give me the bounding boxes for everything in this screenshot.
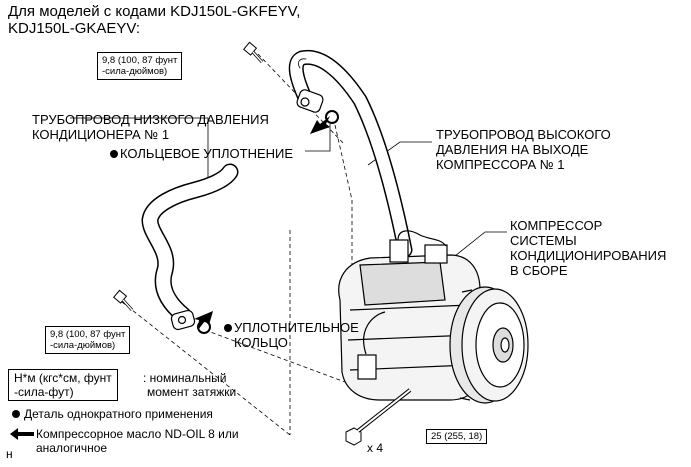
torque-box-bolt-value: 25 (255, 18) xyxy=(431,431,483,442)
legend-single-use: Деталь однократного применения xyxy=(24,407,213,421)
legend-single-use-dot xyxy=(12,410,20,418)
o-ring-top xyxy=(325,110,339,124)
legend-oil-line-2: аналогичное xyxy=(36,441,108,455)
torque-box-top: 9,8 (100, 87 фунт -сила-дюймов) xyxy=(97,52,183,80)
callout-compressor-line-3: КОНДИЦИОНИРОВАНИЯ xyxy=(510,248,667,263)
torque-box-top-line-1: 9,8 (100, 87 фунт xyxy=(102,55,178,66)
legend-torque-unit-line-2: -сила-фут) xyxy=(14,385,74,399)
legend-single-use-label: Деталь однократного применения xyxy=(24,407,213,421)
legend-corner-mark-label: н xyxy=(6,447,13,461)
page-title-line-2: KDJ150L-GKAEYV: xyxy=(8,20,141,37)
callout-low-pressure-pipe-line-2: КОНДИЦИОНЕРА № 1 xyxy=(32,127,170,142)
legend-torque-desc: : номинальный момент затяжки xyxy=(143,371,236,399)
compressor-body xyxy=(338,239,481,401)
oil-arrow-top xyxy=(310,116,330,134)
callout-bolt-qty: x 4 xyxy=(367,441,383,455)
bolt-top xyxy=(243,41,264,64)
long-bolt xyxy=(345,388,412,446)
torque-box-left-line-2: -сила-дюймов) xyxy=(50,340,116,351)
callout-o-ring: КОЛЬЦЕВОЕ УПЛОТНЕНИЕ xyxy=(110,146,293,161)
high-pressure-pipe xyxy=(288,49,413,258)
legend-torque-desc-line-2: момент затяжки xyxy=(147,385,237,399)
torque-box-bolt: 25 (255, 18) xyxy=(426,429,488,444)
single-use-dot-icon xyxy=(224,324,232,332)
torque-box-left: 9,8 (100, 87 фунт -сила-дюймов) xyxy=(45,326,131,354)
legend-oil: Компрессорное масло ND-OIL 8 или аналоги… xyxy=(36,427,239,455)
legend-oil-line-1: Компрессорное масло ND-OIL 8 или xyxy=(36,427,239,441)
callout-o-ring-label: КОЛЬЦЕВОЕ УПЛОТНЕНИЕ xyxy=(120,146,294,161)
bolt-left xyxy=(113,289,134,312)
compressor-pulley xyxy=(449,286,529,404)
assembly-guide-lines xyxy=(121,53,353,436)
legend-corner-mark: н xyxy=(6,447,13,461)
low-pressure-pipe xyxy=(141,163,239,324)
oil-arrow-bottom xyxy=(194,311,213,330)
callout-seal-ring-label-1: УПЛОТНИТЕЛЬНОЕ xyxy=(234,320,359,335)
compressor-wiring xyxy=(363,230,447,355)
callout-compressor-line-1: КОМПРЕССОР xyxy=(510,218,603,233)
single-use-dot-icon xyxy=(110,150,118,158)
page-title-line-1: Для моделей с кодами KDJ150L-GKFEYV, xyxy=(8,3,301,20)
legend-oil-arrow-icon xyxy=(10,428,34,440)
callout-high-pressure-pipe: ТРУБОПРОВОД ВЫСОКОГО ДАВЛЕНИЯ НА ВЫХОДЕ … xyxy=(436,127,611,172)
legend-torque-desc-line-1: : номинальный xyxy=(143,371,227,385)
callout-high-pressure-pipe-line-2: ДАВЛЕНИЯ НА ВЫХОДЕ xyxy=(436,142,589,157)
legend-torque-unit-line-1: Н*м (кгс*см, фунт xyxy=(14,371,112,385)
legend-torque-unit-box: Н*м (кгс*см, фунт -сила-фут) xyxy=(8,369,118,401)
page-title: Для моделей с кодами KDJ150L-GKFEYV, KDJ… xyxy=(8,3,300,37)
low-pipe-flange xyxy=(170,309,196,331)
callout-compressor: КОМПРЕССОР СИСТЕМЫ КОНДИЦИОНИРОВАНИЯ В С… xyxy=(510,218,666,278)
torque-box-left-line-1: 9,8 (100, 87 фунт xyxy=(50,329,126,340)
callout-seal-ring-line-1: УПЛОТНИТЕЛЬНОЕ xyxy=(224,320,359,335)
callout-seal-ring: УПЛОТНИТЕЛЬНОЕ КОЛЬЦО xyxy=(224,320,359,350)
callout-high-pressure-pipe-line-1: ТРУБОПРОВОД ВЫСОКОГО xyxy=(436,127,611,142)
callout-low-pressure-pipe: ТРУБОПРОВОД НИЗКОГО ДАВЛЕНИЯ КОНДИЦИОНЕР… xyxy=(32,112,269,142)
callout-low-pressure-pipe-line-1: ТРУБОПРОВОД НИЗКОГО ДАВЛЕНИЯ xyxy=(32,112,269,127)
torque-box-top-line-2: -сила-дюймов) xyxy=(102,66,168,77)
callout-seal-ring-line-2: КОЛЬЦО xyxy=(234,335,288,350)
callout-compressor-line-4: В СБОРЕ xyxy=(510,263,568,278)
high-pipe-flange xyxy=(296,89,324,113)
callout-high-pressure-pipe-line-3: КОМПРЕССОРА № 1 xyxy=(436,157,565,172)
callout-bolt-qty-label: x 4 xyxy=(367,441,384,455)
callout-compressor-line-2: СИСТЕМЫ xyxy=(510,233,577,248)
